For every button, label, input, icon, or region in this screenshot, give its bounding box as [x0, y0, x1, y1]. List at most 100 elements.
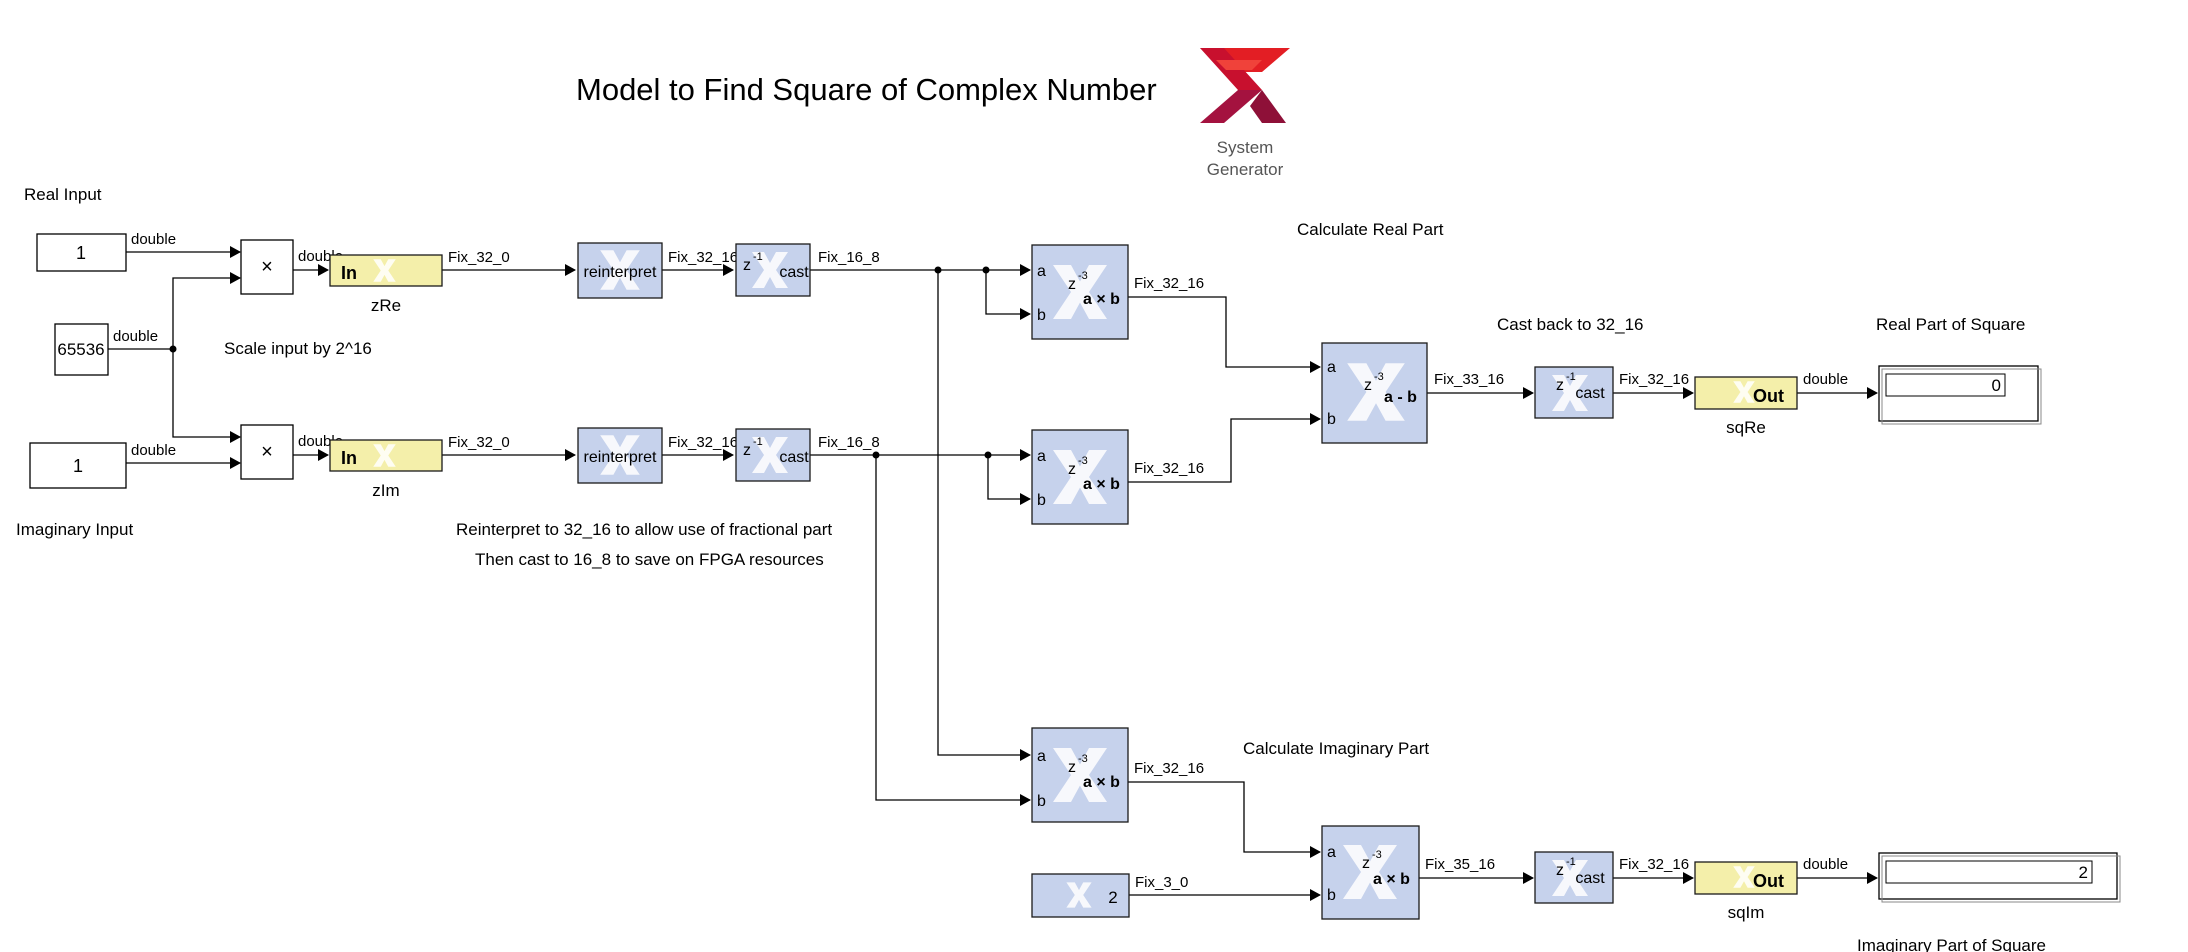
- reinterpret-re[interactable]: reinterpret: [577, 242, 663, 299]
- reinterpret-im[interactable]: reinterpret: [577, 427, 663, 484]
- port-a: a: [1327, 844, 1336, 861]
- delay-exp: -3: [1374, 371, 1384, 383]
- sig-re-fix32-16: Fix_32_16: [668, 249, 738, 266]
- sig-out-im-double: double: [1803, 856, 1848, 873]
- port-b: b: [1037, 492, 1046, 509]
- cast-back-im[interactable]: z -1 cast: [1534, 851, 1614, 904]
- const-two-block[interactable]: 2: [1031, 873, 1130, 918]
- const-scale[interactable]: 65536: [54, 323, 109, 376]
- port-b: b: [1037, 307, 1046, 324]
- delay-exp: -1: [1566, 856, 1576, 868]
- delay-z: z: [1362, 855, 1370, 872]
- port-b: b: [1327, 411, 1336, 428]
- gateway-out-sqim[interactable]: Out sqIm: [1694, 861, 1798, 922]
- reinterpret-label: reinterpret: [584, 264, 657, 281]
- mult-op: a × b: [1083, 774, 1120, 791]
- cast-label: cast: [779, 264, 809, 281]
- multiply-icon: ×: [261, 441, 273, 463]
- scale-note: Scale input by 2^16: [224, 339, 372, 358]
- sig-zre-fix32-0: Fix_32_0: [448, 249, 510, 266]
- logo-line1: System: [1217, 138, 1274, 157]
- delay-z: z: [1364, 377, 1372, 394]
- system-generator-logo[interactable]: System Generator: [1200, 48, 1290, 179]
- sig-mult-fix35-16: Fix_35_16: [1425, 856, 1495, 873]
- port-b: b: [1327, 887, 1336, 904]
- delay-exp: -3: [1078, 270, 1088, 282]
- sig-mult-rr: Fix_32_16: [1134, 275, 1204, 292]
- sub-op: a - b: [1384, 389, 1417, 406]
- const-scale-value: 65536: [57, 340, 104, 359]
- mult-im-im[interactable]: a b z -3 a × b: [1031, 429, 1129, 525]
- sig-cast-re-fix32-16: Fix_32_16: [1619, 371, 1689, 388]
- delay-z: z: [1556, 862, 1564, 879]
- cast-back-re[interactable]: z -1 cast: [1534, 366, 1614, 419]
- product-block-re[interactable]: ×: [240, 239, 294, 295]
- sig-im-fix16-8: Fix_16_8: [818, 434, 880, 451]
- delay-z: z: [743, 257, 751, 274]
- port-a: a: [1037, 748, 1046, 765]
- const-two-value: 2: [1108, 888, 1117, 907]
- const-real-input[interactable]: 1: [36, 233, 127, 272]
- const-imag-input[interactable]: 1: [29, 442, 127, 489]
- port-b: b: [1037, 793, 1046, 810]
- delay-exp: -3: [1078, 455, 1088, 467]
- delay-z: z: [1068, 276, 1076, 293]
- multiply-icon: ×: [261, 256, 273, 278]
- imag-input-label: Imaginary Input: [16, 520, 133, 539]
- cast-re-16-8[interactable]: z -1 cast: [735, 243, 811, 297]
- gateway-zre-name: zRe: [371, 296, 401, 315]
- delay-exp: -3: [1372, 849, 1382, 861]
- reinterpret-label: reinterpret: [584, 449, 657, 466]
- sig-double-re: double: [131, 231, 176, 248]
- gateway-sqre-name: sqRe: [1726, 418, 1766, 437]
- gateway-in-label: In: [341, 448, 357, 468]
- mult-re-im[interactable]: a b z -3 a × b: [1031, 727, 1129, 823]
- mult-re-re[interactable]: a b z -3 a × b: [1031, 244, 1129, 340]
- gateway-out-label: Out: [1753, 386, 1784, 406]
- imag-square-label: Imaginary Part of Square: [1857, 936, 2046, 952]
- display-imag[interactable]: 2: [1878, 852, 2121, 903]
- display-imag-value: 2: [2079, 863, 2088, 882]
- mult-op: a × b: [1083, 291, 1120, 308]
- real-input-label: Real Input: [24, 185, 102, 204]
- calc-imag-label: Calculate Imaginary Part: [1243, 739, 1429, 758]
- gateway-out-label: Out: [1753, 871, 1784, 891]
- const-real-value: 1: [76, 243, 86, 263]
- page-title: Model to Find Square of Complex Number: [576, 72, 1157, 107]
- display-real-value: 0: [1992, 376, 2001, 395]
- gateway-out-sqre[interactable]: Out sqRe: [1694, 376, 1798, 437]
- cast-im-16-8[interactable]: z -1 cast: [735, 428, 811, 482]
- delay-z: z: [1556, 377, 1564, 394]
- delay-z: z: [743, 442, 751, 459]
- gateway-sqim-name: sqIm: [1728, 903, 1765, 922]
- sig-double-im: double: [131, 442, 176, 459]
- cast-back-label: Cast back to 32_16: [1497, 315, 1643, 334]
- delay-exp: -1: [753, 436, 763, 448]
- subtract-block[interactable]: a b z -3 a - b: [1321, 342, 1428, 444]
- delay-z: z: [1068, 759, 1076, 776]
- gateway-in-zim[interactable]: In zIm: [329, 439, 443, 500]
- sig-mult-ii: Fix_32_16: [1134, 460, 1204, 477]
- sig-cast-im-fix32-16: Fix_32_16: [1619, 856, 1689, 873]
- wires: [108, 246, 1878, 901]
- gateway-in-zre[interactable]: In zRe: [329, 254, 443, 315]
- sig-const-fix3-0: Fix_3_0: [1135, 874, 1188, 891]
- reinterpret-note-1: Reinterpret to 32_16 to allow use of fra…: [456, 520, 832, 539]
- logo-line2: Generator: [1207, 160, 1284, 179]
- mult-op: a × b: [1083, 476, 1120, 493]
- delay-exp: -3: [1078, 753, 1088, 765]
- display-real[interactable]: 0: [1878, 365, 2042, 425]
- port-a: a: [1037, 448, 1046, 465]
- mult-op: a × b: [1373, 871, 1410, 888]
- gateway-zim-name: zIm: [372, 481, 399, 500]
- cast-label: cast: [779, 449, 809, 466]
- sig-sub-fix33-16: Fix_33_16: [1434, 371, 1504, 388]
- sig-im-fix32-16: Fix_32_16: [668, 434, 738, 451]
- port-a: a: [1037, 263, 1046, 280]
- sig-double-scale: double: [113, 328, 158, 345]
- calc-real-label: Calculate Real Part: [1297, 220, 1444, 239]
- mult-by-two[interactable]: a b z -3 a × b: [1321, 825, 1420, 920]
- reinterpret-note-2: Then cast to 16_8 to save on FPGA resour…: [475, 550, 824, 569]
- product-block-im[interactable]: ×: [240, 424, 294, 480]
